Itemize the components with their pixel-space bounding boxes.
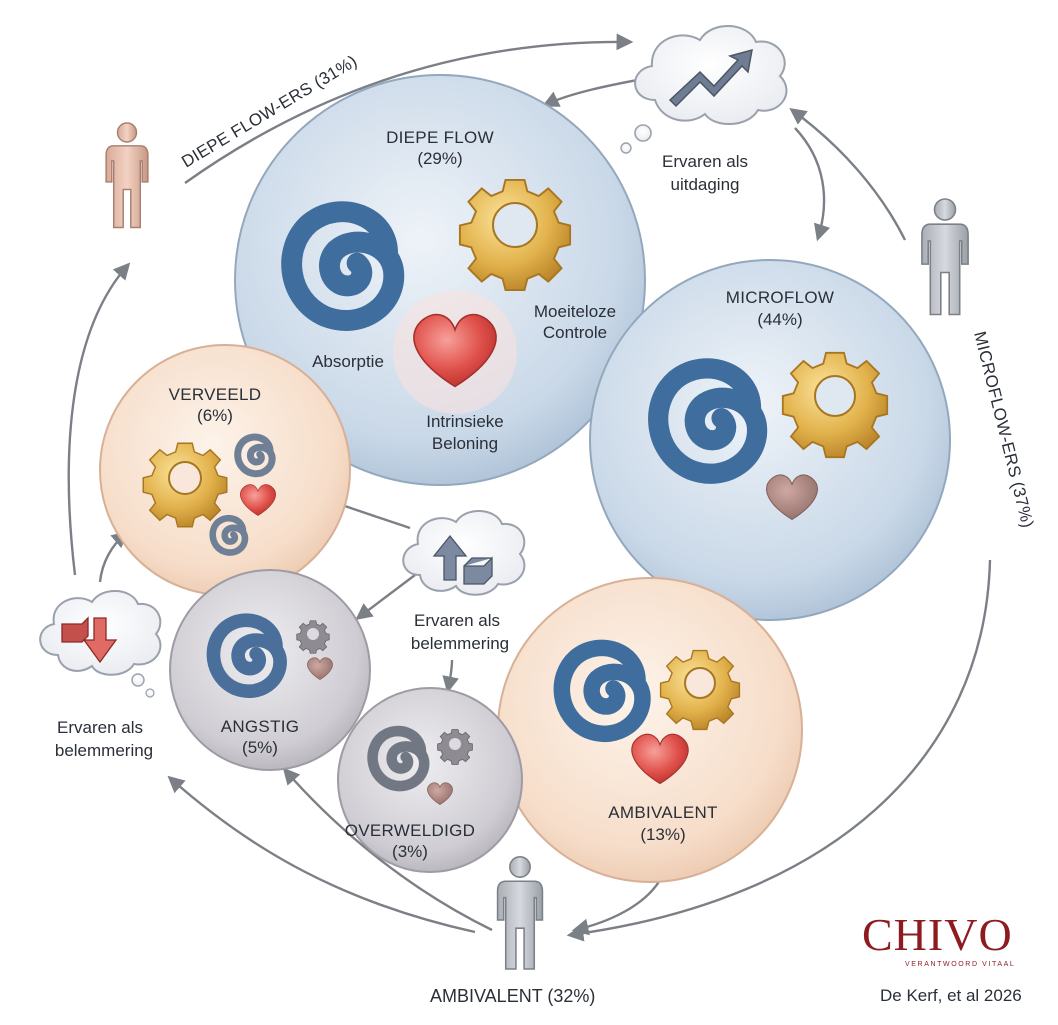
- person-icon-microflow: [921, 198, 969, 316]
- arrow-microflow-person-to-challenge: [789, 108, 907, 241]
- bubble-microflow: [589, 259, 951, 621]
- deep-flow-title: DIEPE FLOW: [386, 128, 494, 147]
- bubble-deep-flow: [234, 74, 646, 486]
- arrow-ambivalent-bubble-to-person: [571, 879, 662, 936]
- gear-hole: [168, 461, 202, 495]
- bubble-angstig: [169, 569, 371, 771]
- gear-hole: [492, 202, 538, 248]
- block-icon: [463, 556, 493, 585]
- obstacle-center-line1: Ervaren als: [414, 611, 500, 630]
- microflow-pct: (44%): [757, 310, 802, 329]
- gear-hole: [449, 738, 461, 750]
- chivo-logo-tagline: VERANTWOORD VITAAL: [905, 961, 1016, 968]
- block-icon: [61, 616, 89, 643]
- chivo-logo: CHIVO: [862, 909, 1013, 960]
- challenge-line2: uitdaging: [670, 175, 739, 194]
- cloud-shape: [634, 25, 788, 126]
- component-control-line1: Moeiteloze: [534, 302, 616, 321]
- thought-cloud-challenge: [620, 25, 788, 154]
- verveeld-pct: (6%): [197, 406, 233, 425]
- arrow-top-arc: [184, 33, 634, 184]
- person-icon-deep-flow: [105, 122, 149, 229]
- thought-cloud-obstacle-left: [39, 589, 162, 698]
- component-reward-line1: Intrinsieke: [426, 412, 503, 431]
- arrow-challenge-to-deepflow: [541, 76, 649, 107]
- arrow-person-to-left-arc: [167, 775, 476, 934]
- deep-flow-pct: (29%): [417, 149, 462, 168]
- thought-bubble-dot: [145, 688, 155, 698]
- thought-bubble-dot: [634, 124, 652, 142]
- thought-cloud-obstacle-center: [402, 509, 526, 596]
- arrow-up-icon: [432, 534, 468, 581]
- bubble-overweldigd: [337, 687, 523, 873]
- arrow-challenge-to-microflow: [794, 127, 831, 242]
- arrow-left-arc-up: [67, 262, 131, 576]
- credit-text: De Kerf, et al 2026: [880, 986, 1022, 1005]
- right-arc-label: MICROFLOW-ERS (37%): [970, 329, 1037, 529]
- bubble-verveeld: [99, 344, 351, 596]
- obstacle-left-line1: Ervaren als: [57, 718, 143, 737]
- obstacle-center-line2: belemmering: [411, 634, 509, 653]
- ambivalent-title: AMBIVALENT: [608, 803, 717, 822]
- angstig-pct: (5%): [242, 738, 278, 757]
- person-icon-ambivalent: [496, 856, 544, 970]
- microflow-title: MICROFLOW: [726, 288, 834, 307]
- arrow-down-icon: [82, 617, 118, 664]
- angstig-title: ANGSTIG: [221, 717, 300, 736]
- arrow-center-to-overweldigd: [442, 659, 459, 694]
- gear-hole: [684, 667, 716, 699]
- component-reward-line2: Beloning: [432, 434, 498, 453]
- thought-bubble-dot: [131, 673, 145, 687]
- arrow-person-to-angstig: [282, 767, 493, 932]
- challenge-line1: Ervaren als: [662, 152, 748, 171]
- ambivalent-pct: (13%): [640, 825, 685, 844]
- component-control-line2: Controle: [543, 323, 607, 342]
- trend-up-icon: [668, 48, 753, 108]
- ambivalent-group-label: AMBIVALENT (32%): [430, 986, 596, 1006]
- overweldigd-title: OVERWELDIGD: [345, 821, 476, 840]
- gear-hole: [307, 628, 319, 640]
- verveeld-title: VERVEELD: [169, 385, 262, 404]
- arrow-center-to-angstig: [355, 574, 416, 621]
- gear-hole: [814, 375, 856, 417]
- arrow-right-arc: [566, 559, 992, 942]
- obstacle-left-line2: belemmering: [55, 741, 153, 760]
- component-absorption: Absorptie: [312, 352, 384, 371]
- thought-bubble-dot: [620, 142, 632, 154]
- overweldigd-pct: (3%): [392, 842, 428, 861]
